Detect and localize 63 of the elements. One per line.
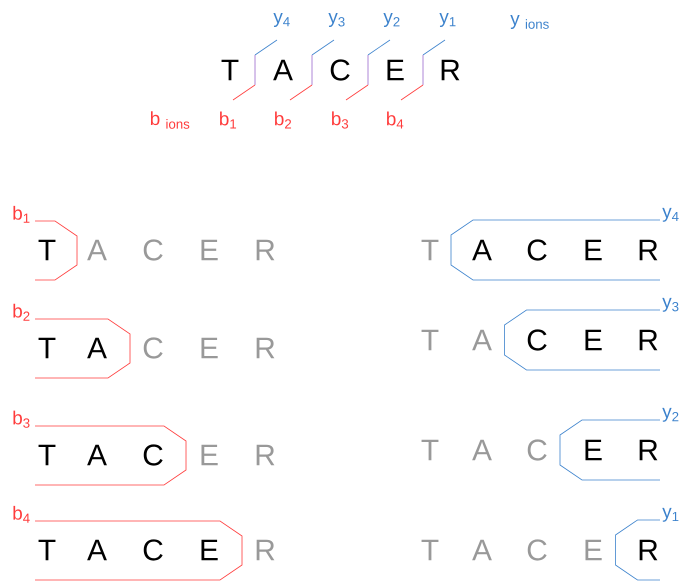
residue-letter: A — [472, 440, 492, 460]
residue-letter: A — [472, 330, 492, 350]
residue-letter: R — [256, 540, 274, 560]
residue-letter: C — [144, 444, 163, 466]
residue-letter: A — [472, 240, 492, 260]
residue-letter: A — [87, 240, 107, 260]
residue-letter: T — [422, 540, 438, 560]
residue-letter: E — [586, 540, 602, 560]
residue-letter: E — [586, 240, 602, 260]
ion-label: b$_{2}$ — [13, 304, 30, 321]
residue-letter: T — [422, 240, 438, 260]
residue-letter: E — [586, 330, 602, 350]
ion-label: y$_{4}$ — [662, 208, 679, 222]
ion-label: y$_{4}$ — [273, 13, 290, 27]
ion-label: y$_{2}$ — [662, 408, 678, 422]
residue-letter: E — [202, 540, 218, 560]
residue-letter: C — [528, 239, 547, 261]
residue-letter: R — [640, 330, 658, 350]
residue-letter: C — [144, 337, 163, 359]
residue-letter: R — [256, 240, 274, 260]
residue-letter: T — [38, 338, 56, 358]
ion-label: b $_{ions}$ — [150, 111, 190, 129]
ion-label: b$_{3}$ — [332, 111, 348, 129]
ion-label: b$_{1}$ — [13, 206, 30, 223]
residue-letter: C — [528, 439, 547, 461]
residue-letter: C — [528, 329, 547, 351]
ion-label: b$_{4}$ — [387, 112, 404, 128]
residue-letter: R — [256, 444, 274, 466]
residue-letter: R — [640, 240, 658, 260]
residue-letter: R — [256, 338, 274, 358]
ion-label: b$_{3}$ — [13, 410, 30, 428]
residue-letter: R — [442, 60, 460, 80]
residue-letter: E — [202, 444, 218, 466]
residue-letter: R — [640, 540, 658, 560]
ion-label: b$_{1}$ — [220, 112, 236, 128]
residue-letter: T — [38, 444, 56, 466]
residue-letter: T — [38, 240, 56, 260]
residue-letter: E — [586, 440, 602, 460]
residue-letter: T — [38, 540, 56, 560]
residue-letter: E — [388, 60, 404, 80]
residue-letter: E — [202, 338, 218, 358]
residue-letter: A — [87, 444, 107, 466]
ion-label: b$_{2}$ — [275, 111, 292, 129]
residue-letter: T — [422, 440, 438, 460]
residue-letter: A — [472, 540, 492, 560]
residue-letter: R — [640, 440, 658, 460]
residue-letter: T — [422, 330, 438, 350]
ion-label: y$_{2}$ — [383, 13, 400, 27]
ion-label: y$_{1}$ — [662, 508, 678, 522]
residue-letter: C — [144, 239, 163, 261]
residue-letter: E — [202, 240, 218, 260]
residue-letter: A — [273, 60, 293, 80]
ion-label: b$_{4}$ — [13, 506, 30, 523]
residue-letter: T — [222, 60, 238, 80]
residue-letter: A — [87, 540, 107, 560]
ion-label: y$_{1}$ — [439, 13, 456, 27]
residue-letter: C — [528, 539, 547, 561]
residue-letter: C — [144, 539, 163, 561]
ion-label: y$_{3}$ — [662, 298, 678, 312]
ion-label: y $_{ions}$ — [510, 15, 549, 29]
residue-letter: C — [330, 59, 350, 81]
residue-letter: A — [87, 338, 107, 358]
ion-label: y$_{3}$ — [328, 13, 345, 27]
